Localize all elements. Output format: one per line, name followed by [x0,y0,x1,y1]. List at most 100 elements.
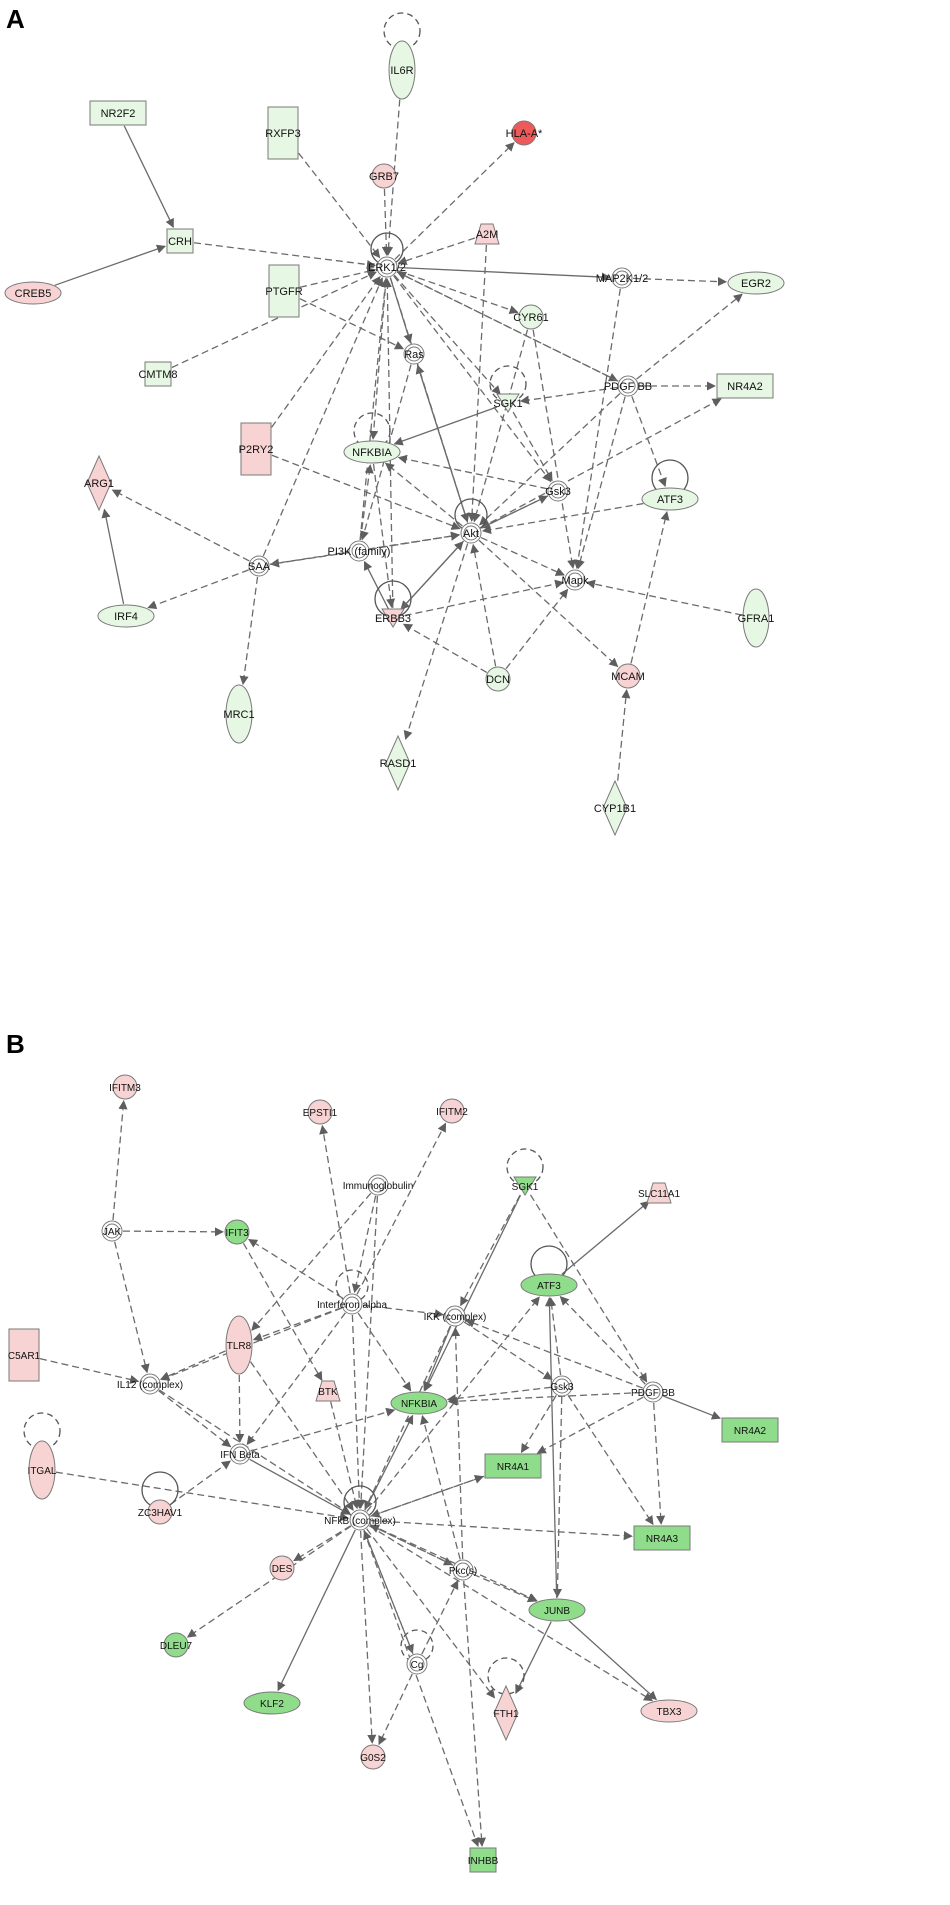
node-btk: BTK [315,1380,341,1402]
node-label: RXFP3 [265,128,300,140]
node-label: Interferon alpha [317,1300,387,1311]
node-shape [89,100,147,126]
node-label: DES [272,1564,293,1575]
edge-akt-to-nfkbia [384,462,463,527]
edge-cmtm8-to-erk12 [171,271,377,369]
edge-il12-to-ifnb [158,1390,232,1448]
node-label: JUNB [544,1606,570,1617]
node-label: MAP2K1/2 [596,273,649,285]
edge-crh-to-erk12 [193,242,376,269]
edge-erk12-to-gsk3 [393,275,552,483]
node-des: DES [269,1555,295,1581]
edge-sgk1b-to-pdgfbbb [529,1194,648,1383]
node-interferon-alpha: Interferon alpha [317,1269,387,1315]
complex-inner-ring [455,1562,471,1578]
complex-inner-ring [352,1512,368,1528]
node-egr2: EGR2 [727,271,785,295]
node-epsti1: EPSTI1 [303,1099,338,1125]
edge-rxfp3-to-erk12 [298,152,381,259]
node-label: CRH [168,236,192,248]
edge-ifnb-to-nfkbiab [250,1407,396,1452]
edge-mcam-to-atf3 [630,511,670,664]
node-nr2f2: NR2F2 [89,100,147,126]
edge-pkcs-to-junb [472,1573,538,1603]
node-label: ERK1/2 [368,262,406,274]
node-label: IFN Beta [220,1450,260,1461]
edge-erbb3-to-pi3k [363,560,389,610]
node-shape [28,1440,56,1500]
node-shape [602,779,628,837]
node-ikk-complex: IKK (complex) [424,1305,486,1327]
edge-erk12-to-cyr61 [397,269,519,315]
edge-erk12-to-hla-a [394,142,515,260]
node-label: NFKBIA [352,447,392,459]
node-label: Immunoglobulin [343,1181,414,1192]
node-label: CREB5 [15,288,52,300]
edge-ifna-to-nfkbiab [357,1312,412,1392]
node-shape [243,1691,301,1715]
node-shape [112,1074,138,1100]
edge-nfkb-to-atf3b [366,1296,540,1512]
node-sgk1: SGK1 [506,1148,544,1196]
node-shape [86,454,112,512]
edge-jak-to-il12 [114,1241,150,1374]
node-nfkbia: NFKBIA [390,1391,448,1415]
edge-erk12-to-nfkbia [369,277,387,440]
node-cyp1b1: CYP1B1 [594,779,636,837]
node-shape [518,304,544,330]
node-grb7: GRB7 [369,163,399,189]
edge-cyr61-to-akt [472,329,529,523]
edge-pkcs-to-nfkbiab [420,1414,461,1560]
edge-jak-to-ifit3 [122,1227,224,1237]
node-nr4a1: NR4A1 [484,1453,542,1479]
complex-inner-ring [554,1378,570,1394]
node-label: KLF2 [260,1699,284,1710]
node-tlr8: TLR8 [225,1315,253,1375]
node-junb: JUNB [528,1598,586,1622]
node-itgal: ITGAL [23,1412,61,1500]
node-label: HLA-A* [506,128,543,140]
node-gfra1: GFRA1 [738,588,774,648]
node-g0s2: G0S2 [360,1744,386,1770]
node-label: GRB7 [369,171,399,183]
edge-p2ry2-to-akt [271,454,461,530]
edge-gsk3b-to-nfkbiab [446,1386,552,1404]
node-crh: CRH [166,228,194,254]
node-shape [633,1525,691,1551]
node-label: Gsk3 [545,486,571,498]
edge-ifna-to-ifitm2 [356,1122,447,1295]
edge-ptgfr-to-ras [299,298,405,350]
node-shape [225,1315,253,1375]
edge-nr2f2-to-crh [123,125,174,229]
self-loop [487,1657,525,1695]
edge-btk-to-nfkb [330,1401,360,1510]
edge-gsk3-to-nfkbia [397,454,548,490]
edge-gsk3b-to-junb [552,1396,563,1598]
node-shape [615,663,641,689]
node-shape [485,666,511,692]
edge-akt-to-mapk [480,536,565,576]
edge-ikk-to-nfkbiab [423,1325,452,1392]
edge-tlr8-to-ifnb [235,1374,245,1443]
node-gsk3: Gsk3 [550,1375,574,1397]
node-cyr61: CYR61 [513,304,549,330]
edge-nfkb-to-dleu7 [186,1525,352,1638]
node-nr4a3: NR4A3 [633,1525,691,1551]
node-a2m: A2M [474,223,500,245]
node-ptgfr: PTGFR [265,264,303,318]
panel-a-letter: A [6,4,25,34]
edge-ifna-to-epsti1 [319,1124,351,1294]
edge-a2m-to-erk12 [397,237,476,265]
node-label: NR4A3 [646,1534,679,1545]
edge-itgal-to-nfkb [55,1471,350,1522]
node-label: NR4A1 [497,1462,530,1473]
edge-akt-to-rasd1 [403,543,469,740]
edge-pdgfbbb-to-nfkbiab [447,1391,643,1406]
node-shape [240,422,272,476]
edge-irf4-to-arg1 [101,508,125,605]
edge-sgk1-to-nfkbia [393,406,498,446]
edge-ifit3-to-btk [242,1242,323,1382]
node-shape [343,440,401,464]
